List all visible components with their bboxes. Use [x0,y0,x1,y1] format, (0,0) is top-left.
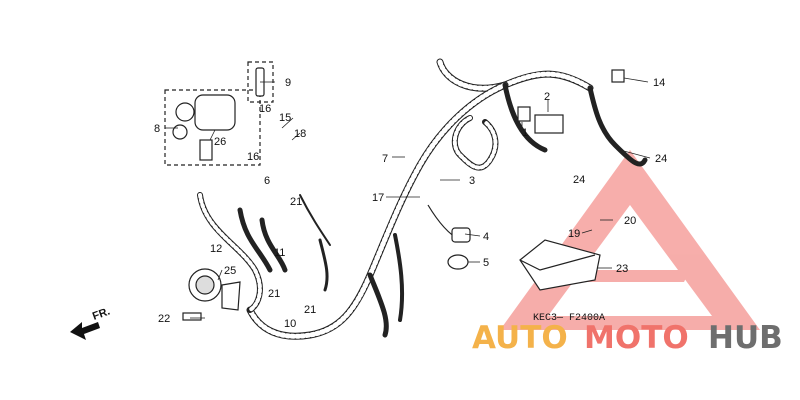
part-label-3: 3 [469,175,475,187]
part-label-17: 17 [372,192,384,204]
part-label-11: 11 [274,247,285,259]
watermark-word-auto: AUTO [472,320,568,356]
part-label-7: 7 [382,153,388,165]
horn [188,268,241,311]
figure-code: KEC3— F2400A [533,313,605,324]
part-label-24a: 24 [655,153,667,165]
part-label-24b: 24 [573,174,585,186]
ignition-switch-assembly [164,89,261,166]
part-label-6: 6 [264,175,270,187]
front-marker: FR. [91,305,112,322]
part-label-19: 19 [568,228,580,240]
bolt-22 [182,312,202,321]
watermark-triangle [500,150,760,330]
part-label-16a: 16 [259,103,271,115]
part-label-14: 14 [653,77,665,89]
part-label-23: 23 [616,263,628,275]
part-label-15: 15 [279,112,291,124]
relay-14 [611,69,625,83]
part-label-12: 12 [210,243,222,255]
part-label-21a: 21 [290,196,302,208]
part-label-8: 8 [154,123,160,135]
part-label-22: 22 [158,313,170,325]
part-label-25: 25 [224,265,236,277]
part-label-9: 9 [285,77,291,89]
spark-plug-cap [427,204,471,270]
part-label-16b: 16 [247,151,259,163]
front-direction-arrow [70,322,100,340]
part-label-1: 1 [522,127,528,139]
part-label-21c: 21 [304,304,316,316]
fuse-box [517,106,564,134]
watermark-word-hub: HUB [708,320,783,356]
main-harness [197,58,648,340]
part-label-2: 2 [544,91,550,103]
part-label-4: 4 [483,231,489,243]
part-label-20: 20 [624,215,636,227]
part-label-10: 10 [284,318,296,330]
ecu-module [519,239,601,291]
part-label-26: 26 [214,136,226,148]
leader-lines [165,77,651,319]
watermark-logo: AUTO MOTO HUB [472,320,783,356]
part-label-5: 5 [483,257,489,269]
part-label-21b: 21 [268,288,280,300]
part-label-18: 18 [294,128,306,140]
watermark-word-moto: MOTO [584,320,689,356]
